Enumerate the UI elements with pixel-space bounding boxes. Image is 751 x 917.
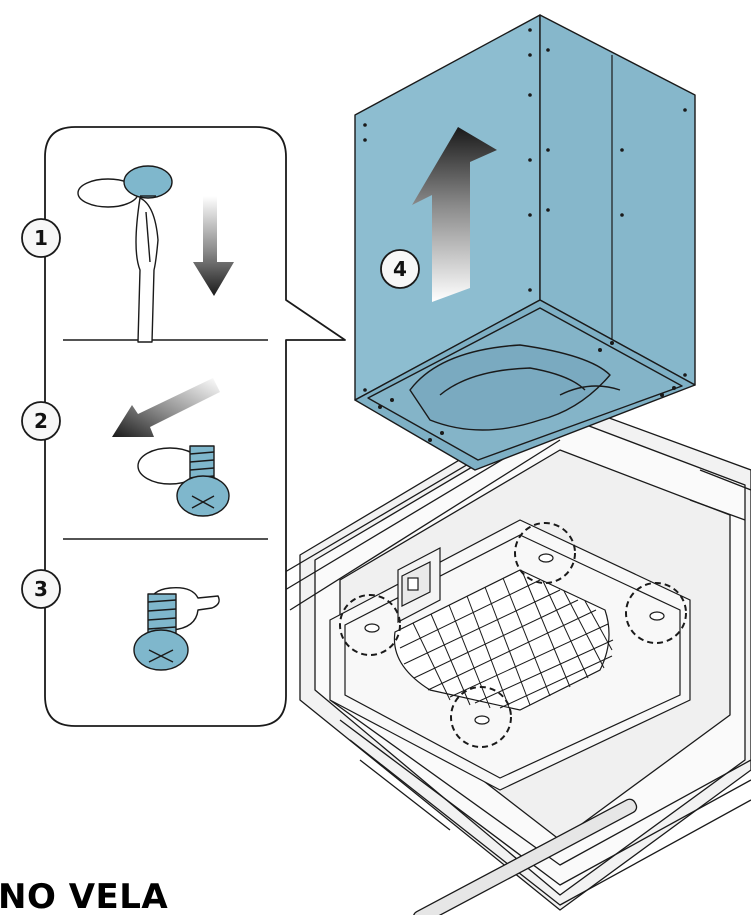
screwdriver-icon: [135, 197, 159, 343]
step2-illustration: [112, 378, 230, 517]
step-number: 4: [393, 257, 407, 281]
screw-head-icon: [123, 165, 173, 199]
step-badge-1: 1: [21, 218, 61, 258]
cover-box: [354, 14, 696, 471]
screw-head-icon: [133, 629, 189, 671]
step-badge-4: 4: [380, 249, 420, 289]
step1-illustration: [77, 165, 234, 343]
step-badge-2: 2: [21, 401, 61, 441]
down-arrow-icon: [193, 196, 234, 296]
step-number: 1: [34, 226, 48, 250]
screw-location-bottom: [450, 686, 512, 748]
lift-up-arrow: [412, 127, 497, 302]
step-badge-3: 3: [21, 569, 61, 609]
left-arrow-icon: [112, 378, 220, 437]
filter-grid: [393, 569, 614, 711]
screw-heads: [364, 553, 665, 725]
step-number: 2: [34, 409, 48, 433]
step-number: 3: [34, 577, 48, 601]
screw-locations: [339, 522, 687, 748]
screw-location-left: [339, 594, 401, 656]
caption-text: NO VELA: [0, 877, 169, 917]
screw-location-top: [514, 522, 576, 584]
step3-illustration: [133, 587, 220, 671]
screw-location-right: [625, 582, 687, 644]
callout-panel: [44, 126, 346, 727]
screw-head-icon: [176, 475, 230, 517]
electrical-box: [397, 547, 441, 623]
